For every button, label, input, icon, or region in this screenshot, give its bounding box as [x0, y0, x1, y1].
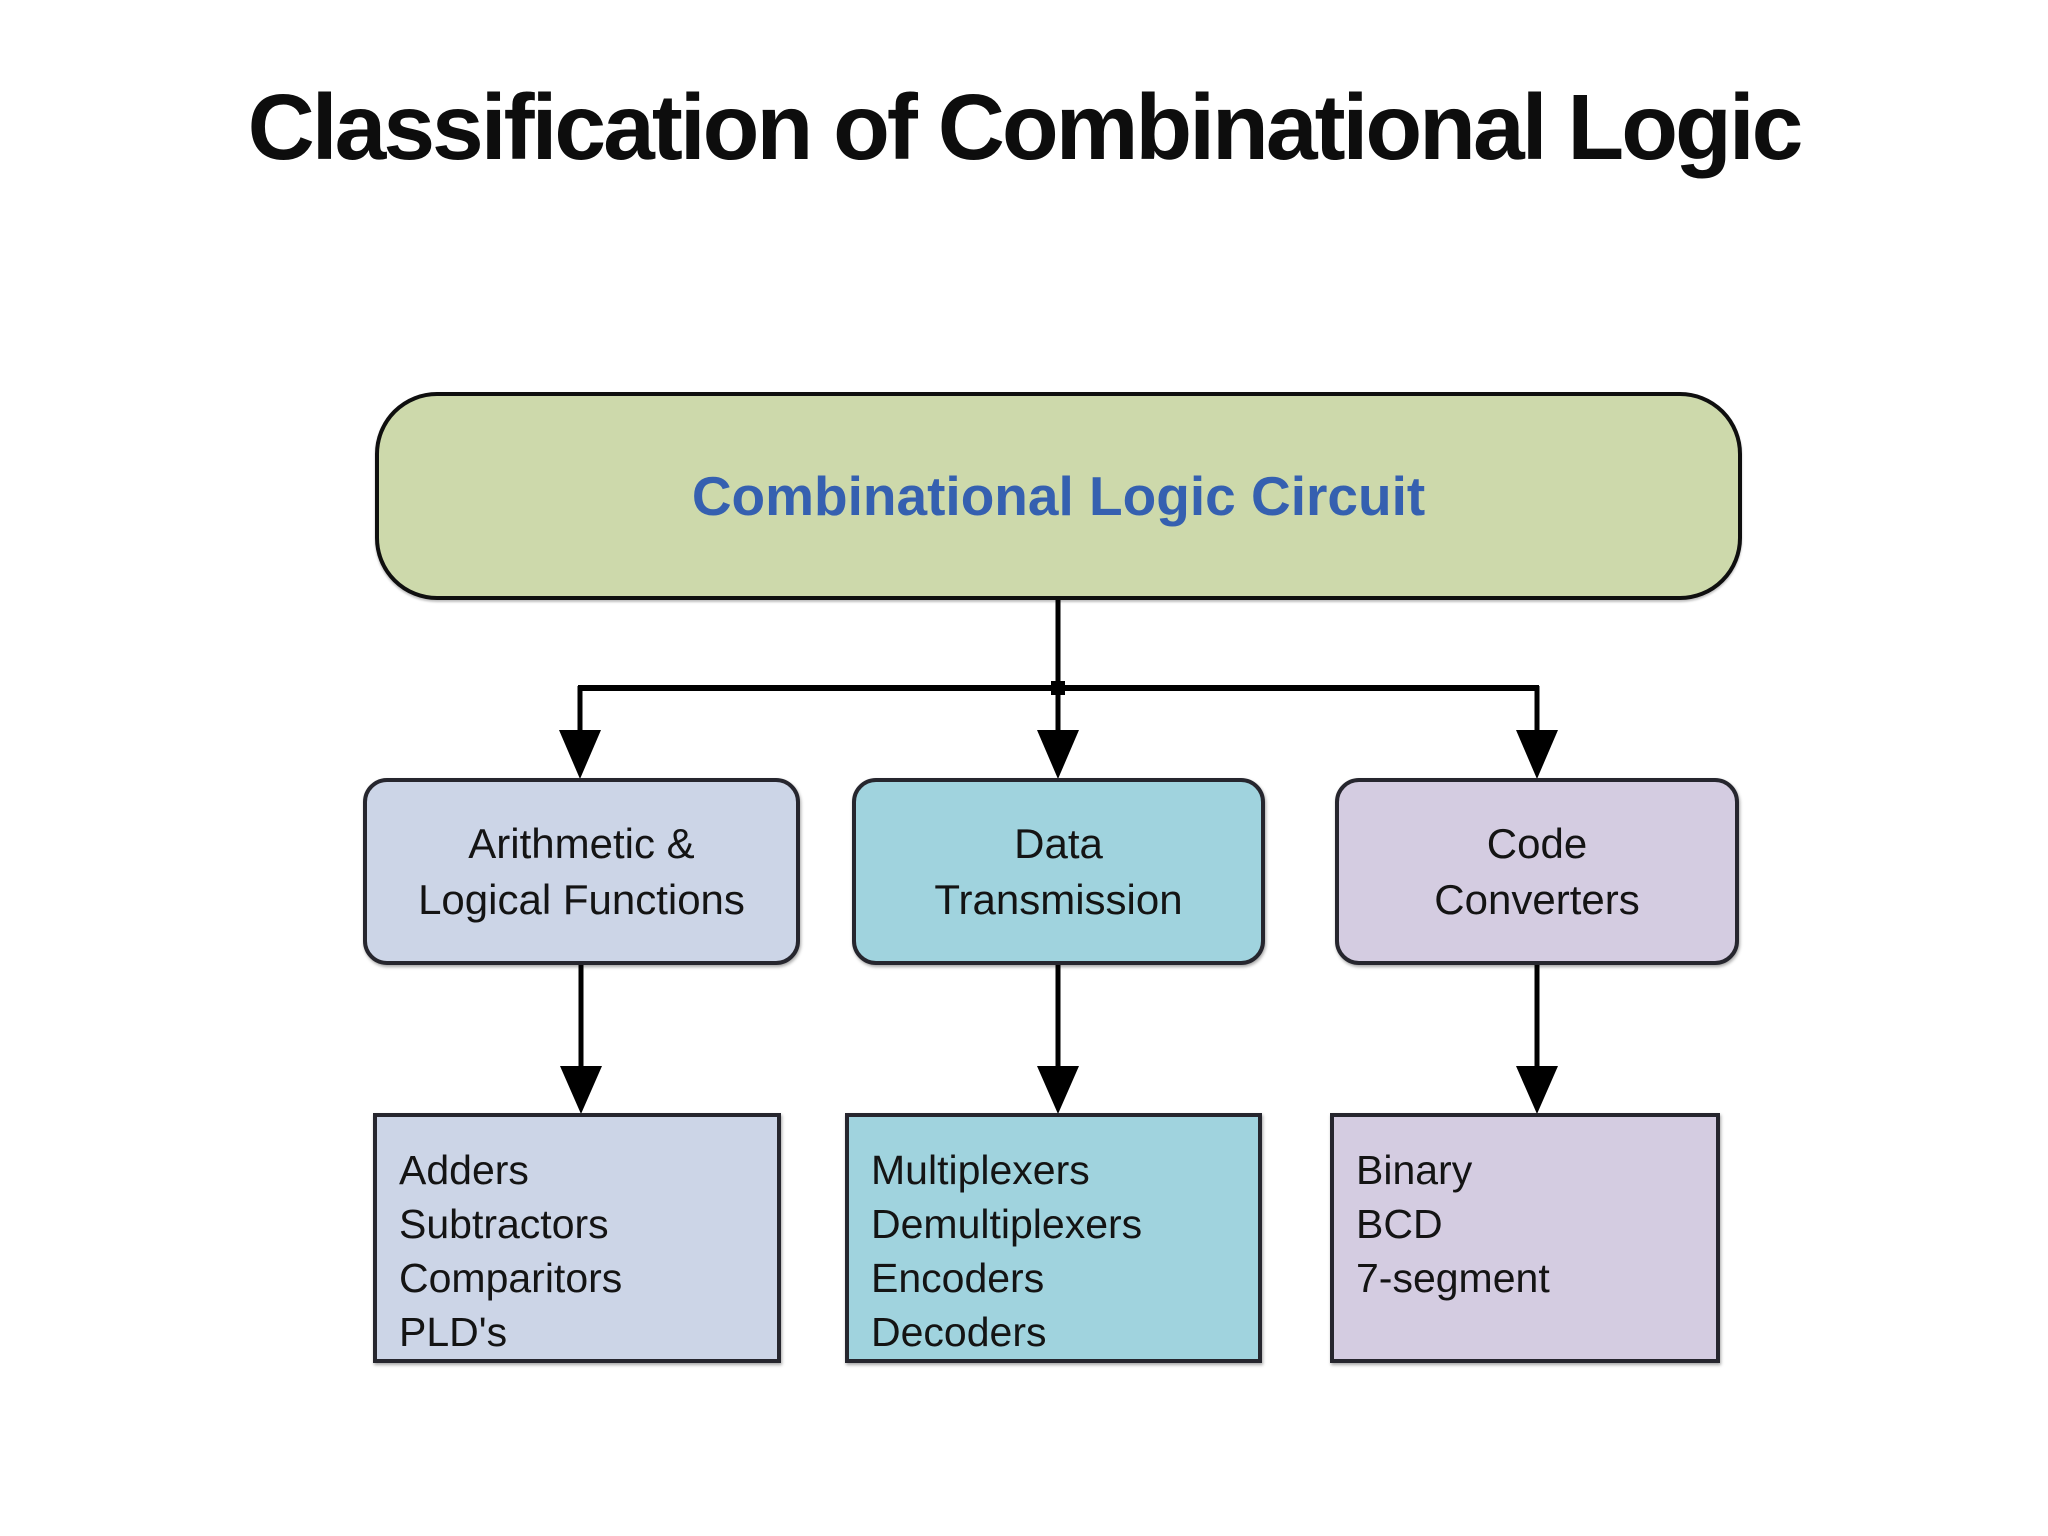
root-node-combinational-logic-circuit: Combinational Logic Circuit — [375, 392, 1742, 600]
arrowhead-down-left — [559, 730, 601, 779]
list-item: Encoders — [871, 1255, 1045, 1301]
arrowhead-leaf-middle — [1037, 1066, 1079, 1114]
branch-node-data-transmission: Data Transmission — [852, 778, 1265, 965]
leaf-box-arithmetic-items: Adders Subtractors Comparitors PLD's — [373, 1113, 781, 1363]
list-item: BCD — [1356, 1201, 1443, 1247]
list-item: Demultiplexers — [871, 1201, 1143, 1247]
leaf-box-code-converters-items: Binary BCD 7-segment — [1330, 1113, 1720, 1363]
leaf-box-data-transmission-items: Multiplexers Demultiplexers Encoders Dec… — [845, 1113, 1262, 1363]
list-item: PLD's — [399, 1309, 508, 1355]
arrowhead-down-middle — [1037, 730, 1079, 779]
arrowhead-leaf-right — [1516, 1066, 1558, 1114]
list-item: Comparitors — [399, 1255, 623, 1301]
branch-node-arithmetic-logical-functions: Arithmetic & Logical Functions — [363, 778, 800, 965]
arrowhead-leaf-left — [560, 1066, 602, 1114]
list-item: Binary — [1356, 1147, 1473, 1193]
branch-label: Arithmetic & Logical Functions — [418, 820, 745, 923]
list-item: Subtractors — [399, 1201, 609, 1247]
list-item: Adders — [399, 1147, 529, 1193]
root-node-label: Combinational Logic Circuit — [691, 465, 1426, 527]
list-item: Decoders — [871, 1309, 1047, 1355]
connector-junction-dot — [1051, 681, 1065, 695]
branch-label: Data Transmission — [934, 820, 1183, 923]
branch-node-code-converters: Code Converters — [1335, 778, 1739, 965]
branch-label: Code Converters — [1434, 820, 1640, 923]
arrowhead-down-right — [1516, 730, 1558, 779]
list-item: 7-segment — [1356, 1255, 1550, 1301]
diagram-title: Classification of Combinational Logic — [247, 75, 1804, 179]
list-item: Multiplexers — [871, 1147, 1090, 1193]
